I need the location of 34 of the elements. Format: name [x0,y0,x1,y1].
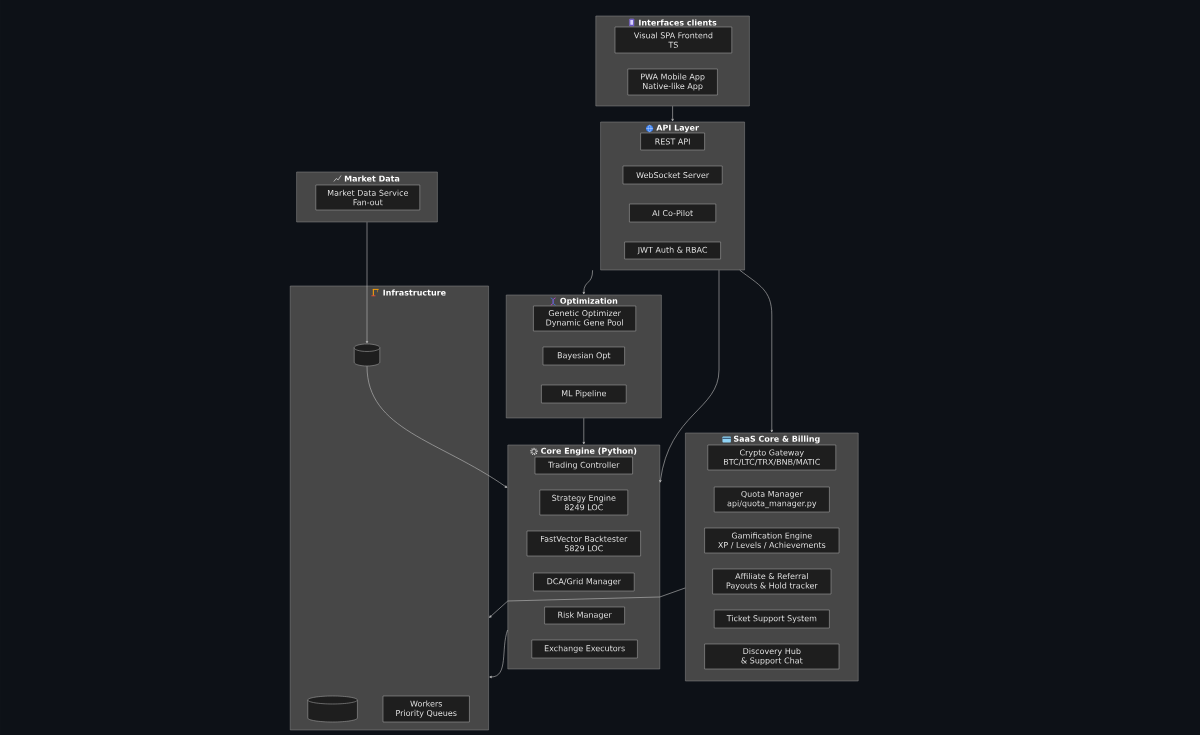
arrow [582,269,593,295]
component-box: Market Data Service Fan-out [315,184,421,211]
component-box: PWA Mobile App Native-like App [627,68,718,96]
component-box: DCA/Grid Manager [533,572,635,592]
component-box: Workers Priority Queues [382,695,470,723]
arrow [365,221,369,344]
component-box: Ticket Support System [713,609,830,629]
database-cylinder [307,695,358,723]
component-box: Trading Controller [534,456,633,475]
arrow [489,587,686,618]
arrow [671,105,674,122]
component-box: REST API [640,132,705,151]
component-box: Strategy Engine 8249 LOC [539,489,629,516]
component-box: Gamification Engine XP / Levels / Achievements [704,527,840,554]
database-cylinder [353,343,381,367]
arrow [739,269,773,433]
component-box: Crypto Gateway BTC/LTC/TRX/BNB/MATIC [707,444,837,471]
arrow [366,365,508,488]
component-box: AI Co-Pilot [629,203,717,223]
component-box: FastVector Backtester 5829 LOC [526,530,641,557]
component-box: ML Pipeline [541,384,627,404]
component-box: Genetic Optimizer Dynamic Gene Pool [533,305,637,332]
component-box: Discovery Hub & Support Chat [704,643,840,670]
component-box: Bayesian Opt [542,346,625,366]
component-box: Affiliate & Referral Payouts & Hold tracker [712,568,832,595]
component-box: Risk Manager [544,606,625,625]
component-box: Quota Manager api/quota_manager.py [713,486,830,513]
component-box: Exchange Executors [531,639,638,659]
component-box: Visual SPA Frontend TS [614,26,733,54]
arrow [659,269,720,483]
arrow [582,417,585,445]
component-box: WebSocket Server [622,165,723,185]
component-box: JWT Auth & RBAC [624,241,721,260]
arrow [489,629,508,679]
